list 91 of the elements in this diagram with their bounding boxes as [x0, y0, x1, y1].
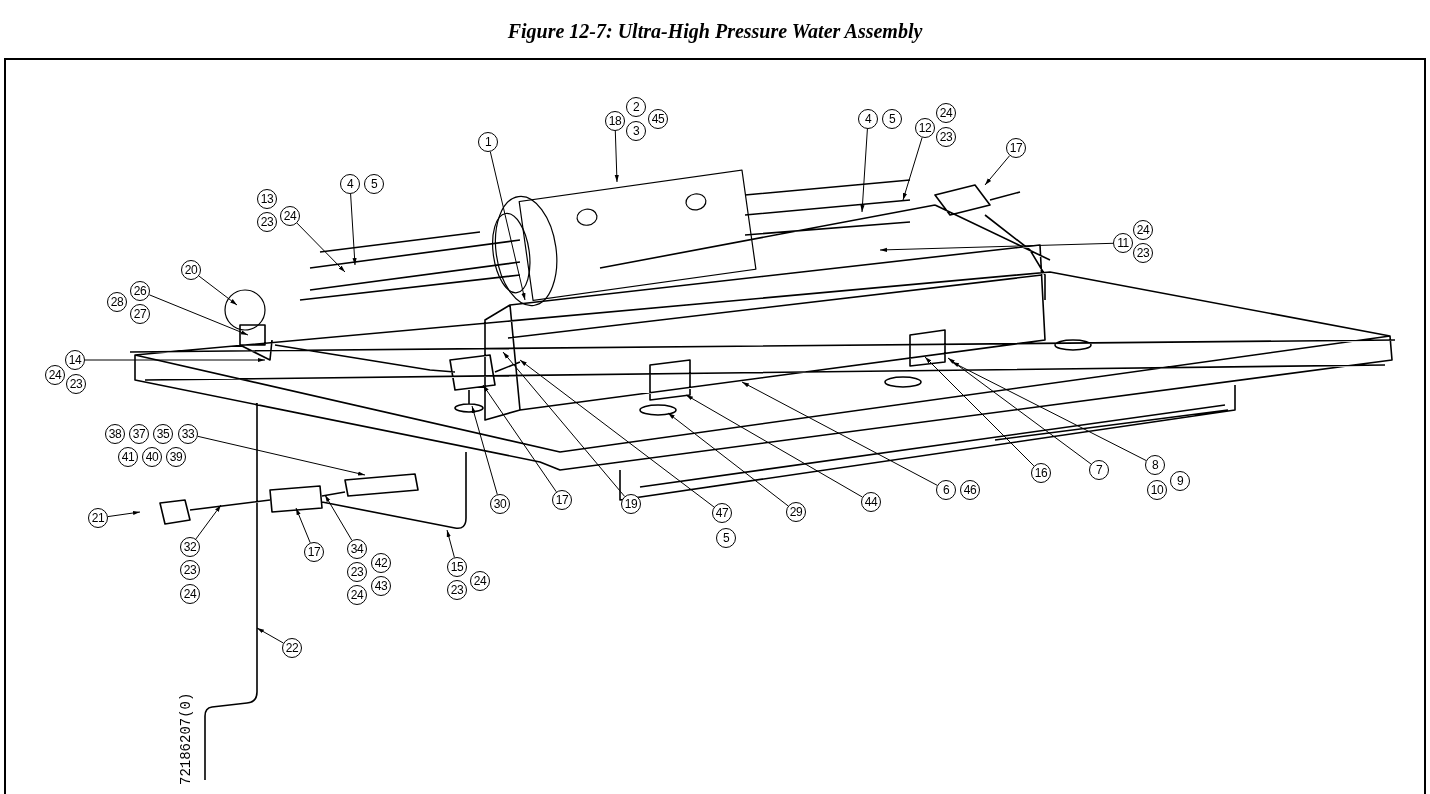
callout-number: 42 — [371, 553, 391, 573]
leader-line — [902, 137, 923, 201]
callout-number: 17 — [304, 542, 324, 562]
leader-line — [197, 435, 366, 476]
callout-number: 30 — [490, 494, 510, 514]
callout-number: 9 — [1170, 471, 1190, 491]
callout-number: 23 — [257, 212, 277, 232]
callout-number: 23 — [936, 127, 956, 147]
callout-number: 22 — [282, 638, 302, 658]
leader-line — [295, 507, 311, 544]
callout-number: 43 — [371, 576, 391, 596]
leader-line — [860, 128, 868, 213]
callout-number: 38 — [105, 424, 125, 444]
figure-title: Figure 12-7: Ultra-High Pressure Water Assembly — [507, 20, 923, 42]
callout-number: 24 — [45, 365, 65, 385]
callout-number: 47 — [712, 503, 732, 523]
callout-number: 7 — [1089, 460, 1109, 480]
leader-line — [951, 361, 1147, 461]
callout-number: 45 — [648, 109, 668, 129]
callout-number: 41 — [118, 447, 138, 467]
callout-number: 24 — [180, 584, 200, 604]
callout-number: 1 — [478, 132, 498, 152]
callout-number: 11 — [1113, 233, 1133, 253]
leader-line — [482, 384, 557, 493]
leader-line — [256, 627, 284, 644]
callout-number: 28 — [107, 292, 127, 312]
callout-number: 24 — [470, 571, 490, 591]
callout-number: 35 — [153, 424, 173, 444]
callout-number: 4 — [340, 174, 360, 194]
callout-number: 40 — [142, 447, 162, 467]
callout-number: 23 — [180, 560, 200, 580]
leader-line — [148, 294, 249, 336]
callout-number: 17 — [1006, 138, 1026, 158]
callout-number: 23 — [66, 374, 86, 394]
leader-line — [502, 351, 626, 497]
leader-line — [519, 359, 715, 508]
leader-line — [84, 357, 266, 363]
callout-number: 34 — [347, 539, 367, 559]
callout-number: 23 — [1133, 243, 1153, 263]
callout-number: 26 — [130, 281, 150, 301]
callout-number: 6 — [936, 480, 956, 500]
callout-number: 2 — [626, 97, 646, 117]
callout-number: 4 — [858, 109, 878, 129]
callout-number: 23 — [347, 562, 367, 582]
callout-number: 8 — [1145, 455, 1165, 475]
leader-line — [471, 405, 498, 495]
leader-line — [685, 394, 863, 498]
callout-number: 24 — [936, 103, 956, 123]
leader-line — [195, 504, 222, 540]
leader-line — [667, 412, 789, 507]
leader-line — [198, 275, 238, 306]
callout-number: 33 — [178, 424, 198, 444]
leader-line — [614, 130, 619, 183]
callout-number: 17 — [552, 490, 572, 510]
callout-number: 37 — [129, 424, 149, 444]
callout-number: 44 — [861, 492, 881, 512]
callout-number: 24 — [347, 585, 367, 605]
callout-number: 24 — [280, 206, 300, 226]
callout-number: 15 — [447, 557, 467, 577]
leader-line — [879, 242, 1114, 252]
callout-number: 10 — [1147, 480, 1167, 500]
callout-number: 24 — [1133, 220, 1153, 240]
leader-line — [489, 151, 526, 301]
callout-number: 20 — [181, 260, 201, 280]
callout-number: 12 — [915, 118, 935, 138]
leader-line — [984, 155, 1011, 186]
drawing-number: 72186207(0) — [178, 692, 194, 785]
callout-number: 16 — [1031, 463, 1051, 483]
leader-line — [324, 494, 353, 541]
callout-number: 5 — [716, 528, 736, 548]
callout-number: 3 — [626, 121, 646, 141]
leader-line — [924, 356, 1035, 467]
callout-number: 21 — [88, 508, 108, 528]
callout-number: 29 — [786, 502, 806, 522]
callout-number: 46 — [960, 480, 980, 500]
callout-number: 18 — [605, 111, 625, 131]
leader-line — [296, 222, 346, 273]
callout-number: 13 — [257, 189, 277, 209]
callout-number: 39 — [166, 447, 186, 467]
callout-number: 27 — [130, 304, 150, 324]
callout-number: 32 — [180, 537, 200, 557]
callout-number: 14 — [65, 350, 85, 370]
leader-line — [446, 529, 455, 558]
leader-line — [350, 193, 357, 266]
leader-line — [947, 357, 1092, 465]
leader-line — [741, 381, 938, 486]
callout-number: 19 — [621, 494, 641, 514]
callout-number: 5 — [364, 174, 384, 194]
leader-line — [107, 510, 141, 518]
callout-number: 5 — [882, 109, 902, 129]
callout-number: 23 — [447, 580, 467, 600]
